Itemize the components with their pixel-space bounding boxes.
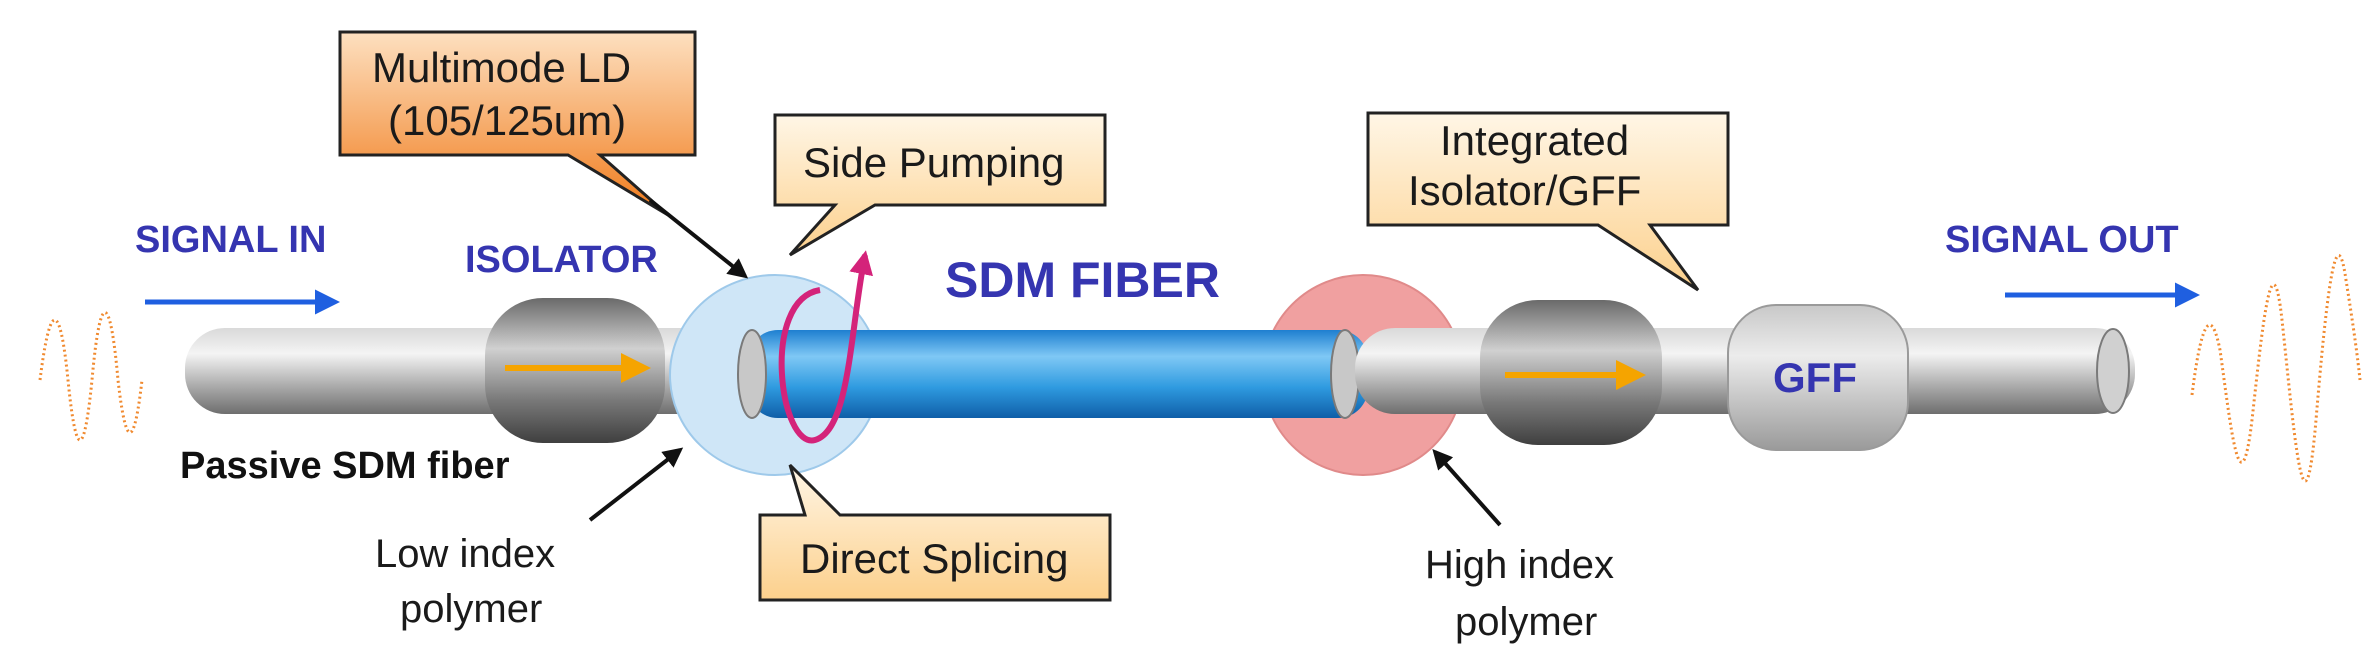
sdm-fiber-left-end (737, 329, 767, 419)
side-pumping-callout (773, 113, 1107, 257)
sdm-fiber-label: SDM FIBER (945, 252, 1220, 308)
side-pumping-text: Side Pumping (803, 139, 1065, 186)
integrated-line1: Integrated (1440, 117, 1629, 164)
multimode-ld-line1: Multimode LD (372, 44, 631, 91)
high-index-pointer-arrow (1432, 449, 1502, 527)
direct-splicing-text: Direct Splicing (800, 535, 1068, 582)
low-index-line2: polymer (400, 587, 542, 631)
ld-pointer-arrow (648, 198, 749, 279)
input-signal-wave (38, 311, 144, 442)
multimode-ld-callout (338, 30, 697, 217)
side-pumping-loop (778, 250, 874, 444)
sdm-fiber-right-end (1330, 329, 1360, 419)
integrated-line2: Isolator/GFF (1408, 167, 1641, 214)
isolator-label: ISOLATOR (465, 239, 658, 281)
sdm-fiber-active (748, 330, 1368, 418)
high-index-line1: High index (1425, 543, 1614, 587)
high-index-line2: polymer (1455, 600, 1597, 644)
integrated-isolator-gff-callout (1366, 111, 1730, 292)
gff-body (1727, 304, 1909, 451)
passive-fiber-label: Passive SDM fiber (180, 445, 510, 487)
low-index-line1: Low index (375, 532, 555, 576)
signal-in-label: SIGNAL IN (135, 219, 326, 261)
fiber-output-end (2096, 328, 2130, 414)
gff-label: GFF (1773, 354, 1857, 401)
low-index-pointer-arrow (588, 447, 684, 522)
multimode-ld-line2: (105/125um) (388, 97, 626, 144)
direct-splicing-callout (758, 463, 1112, 602)
output-signal-wave (2190, 253, 2362, 483)
signal-out-label: SIGNAL OUT (1945, 219, 2179, 261)
